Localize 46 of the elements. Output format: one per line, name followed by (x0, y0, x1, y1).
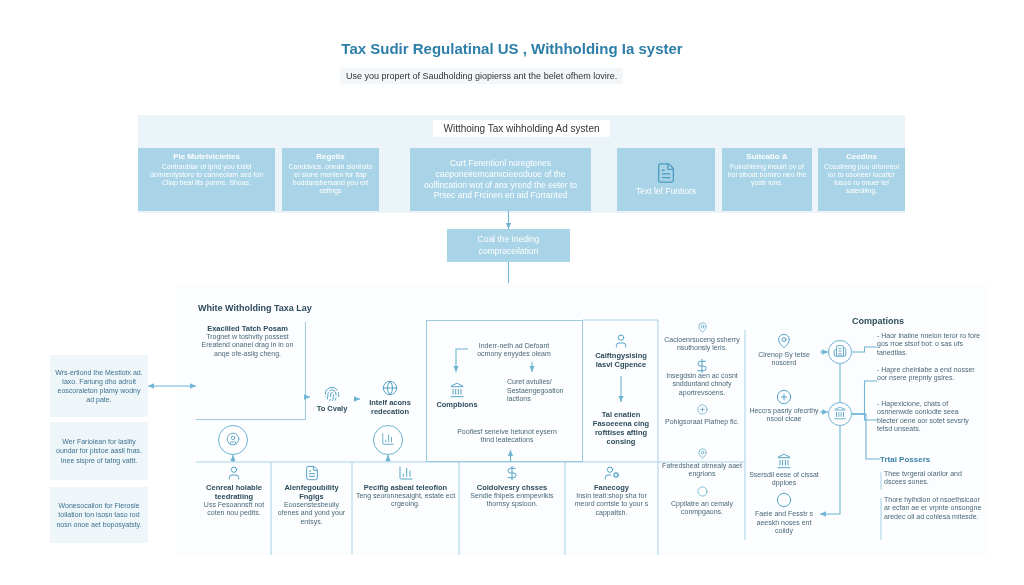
subtitle: Use you propert of Saudholding giopierss ant the belet ofhem lovire. (340, 68, 624, 84)
person-circle (218, 425, 248, 455)
arrow (618, 375, 624, 403)
arrow (147, 383, 197, 389)
info-card (617, 148, 715, 211)
info-card (722, 148, 812, 211)
panel-title: White Witholding Taxa Lay (198, 303, 312, 313)
section-heading: Compations (852, 316, 904, 326)
arrow (385, 454, 391, 463)
section-subtitle: Trtal Possers (880, 454, 931, 464)
arrow (304, 394, 311, 400)
note-card (50, 355, 148, 417)
step-group (196, 322, 306, 420)
connector-line (507, 261, 510, 284)
icon-circle (828, 340, 852, 364)
process-box (447, 229, 570, 262)
card-title: Ceedins (845, 152, 878, 161)
arrow (453, 348, 469, 373)
arrow (505, 210, 512, 230)
card-title: Sulicatio & (746, 152, 788, 161)
card-text: Text lef Funtiors (636, 186, 696, 197)
section-frame (426, 320, 583, 462)
connector-line (851, 346, 878, 353)
arrow (529, 361, 535, 373)
icon-circle (828, 402, 852, 426)
arrow (353, 396, 361, 402)
arrow (819, 425, 841, 517)
arrow (507, 449, 514, 463)
icon-circle (373, 425, 403, 455)
info-card (138, 148, 275, 211)
box-label: Coal the Ineding compraceilation (476, 234, 541, 257)
card-title: Pie Mutelvicieties (173, 152, 240, 161)
diagram-title: Tax Sudir Regulatinal US , Withholding Ia syster (340, 40, 684, 57)
connector-line (839, 363, 841, 403)
section-panel (176, 283, 988, 555)
arrow (819, 349, 829, 355)
card-title: Regelis (316, 152, 345, 161)
connector-line (851, 413, 881, 460)
card-text: Curt Ferentionl noregtenes caeponeiremcanvcieeoduoe of the oolfincation wot of anx yrend the eeter to Prsec and Frcinen en aid Forranted (422, 158, 579, 201)
header-band (138, 115, 905, 213)
info-card (818, 148, 905, 211)
arrow (230, 454, 236, 463)
info-card (282, 148, 379, 211)
band-title: Witthoing Tax wihholding Ad systen (433, 120, 610, 137)
info-card (410, 148, 591, 211)
arrow (819, 409, 829, 415)
